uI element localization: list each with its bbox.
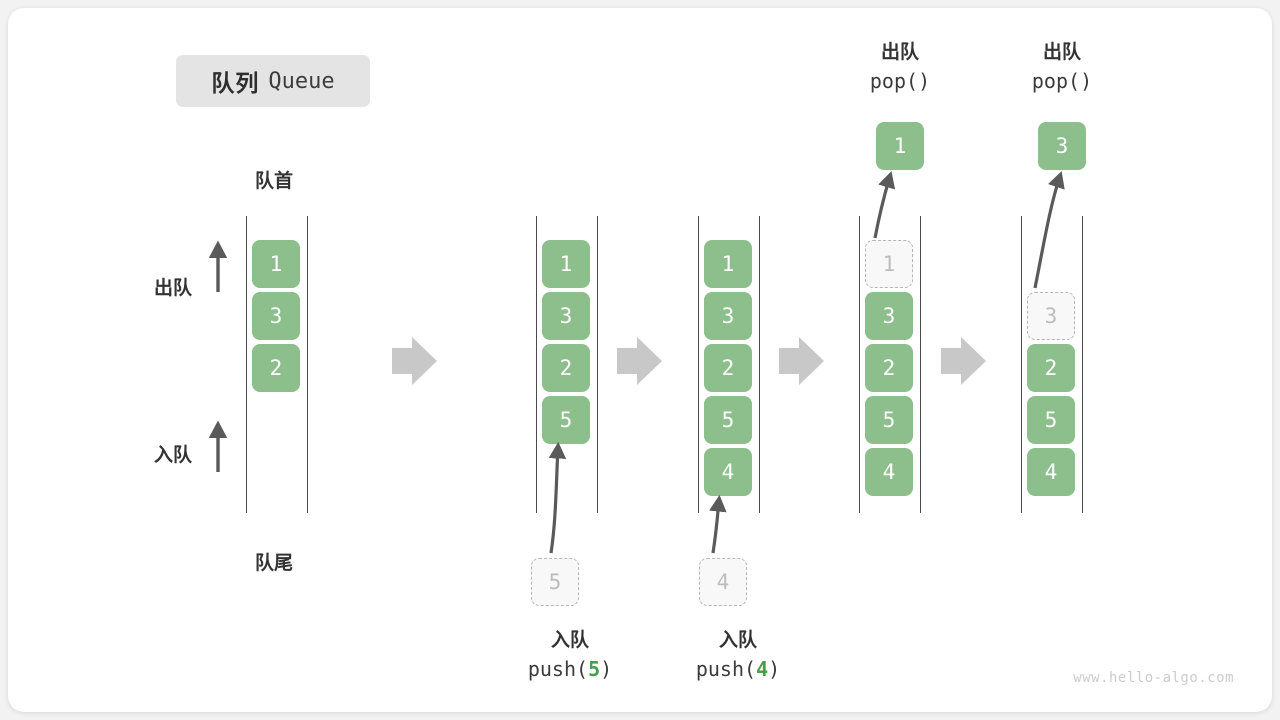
queue-cell: 4 — [704, 448, 752, 496]
popped-slot-cell: 3 — [1027, 292, 1075, 340]
operation-caption-push-5: 入队 push(5) — [470, 628, 670, 683]
queue-cell: 5 — [865, 396, 913, 444]
queue-column-pop-1: 1 3 2 5 4 — [859, 216, 921, 513]
queue-column-push-4: 1 3 2 5 4 — [698, 216, 760, 513]
queue-cell: 1 — [542, 240, 590, 288]
pending-push-cell: 5 — [531, 558, 579, 606]
queue-head-label: 队首 — [254, 171, 293, 192]
dequeue-direction-label: 出队 — [154, 278, 193, 299]
queue-cell: 1 — [704, 240, 752, 288]
queue-cell: 5 — [1027, 396, 1075, 444]
queue-cell: 2 — [1027, 344, 1075, 392]
operation-caption-pop-3: 出队 pop() — [962, 40, 1162, 95]
queue-rail-right — [1082, 216, 1083, 513]
operation-name: 入队 — [550, 630, 589, 651]
queue-cell: 3 — [865, 292, 913, 340]
queue-cell: 5 — [542, 396, 590, 444]
operation-name: 出队 — [880, 42, 919, 63]
queue-cell: 2 — [252, 344, 300, 392]
queue-column-push-5: 1 3 2 5 — [536, 216, 598, 513]
operation-name: 入队 — [718, 630, 757, 651]
queue-rail-left — [698, 216, 699, 513]
queue-rail-left — [859, 216, 860, 513]
diagram-card: 队列 Queue 队首 队尾 出队 入队 1 3 2 1 3 2 5 5 入队 — [8, 8, 1272, 712]
queue-column-pop-3: 3 2 5 4 — [1021, 216, 1083, 513]
enqueue-direction-label: 入队 — [154, 445, 193, 466]
diagram-title-cn: 队列 — [211, 70, 260, 96]
queue-tail-label: 队尾 — [254, 553, 293, 574]
operation-code: push(5) — [527, 656, 613, 681]
operation-caption-push-4: 入队 push(4) — [638, 628, 838, 683]
operation-name: 出队 — [1042, 42, 1081, 63]
operation-code: pop() — [1031, 68, 1093, 93]
watermark: www.hello-algo.com — [1073, 670, 1234, 686]
queue-rail-left — [1021, 216, 1022, 513]
queue-cell: 2 — [542, 344, 590, 392]
queue-cell: 4 — [865, 448, 913, 496]
queue-rail-right — [920, 216, 921, 513]
queue-rail-right — [759, 216, 760, 513]
operation-caption-pop-1: 出队 pop() — [800, 40, 1000, 95]
queue-cell: 4 — [1027, 448, 1075, 496]
queue-rail-right — [597, 216, 598, 513]
operation-arg: 4 — [756, 656, 769, 681]
operation-code: pop() — [869, 68, 931, 93]
operation-code: push(4) — [695, 656, 781, 681]
queue-rail-left — [536, 216, 537, 513]
popped-slot-cell: 1 — [865, 240, 913, 288]
queue-rail-right — [307, 216, 308, 513]
queue-cell: 2 — [704, 344, 752, 392]
queue-cell: 2 — [865, 344, 913, 392]
queue-cell: 3 — [252, 292, 300, 340]
queue-cell: 3 — [542, 292, 590, 340]
queue-cell: 5 — [704, 396, 752, 444]
queue-rail-left — [246, 216, 247, 513]
diagram-title-badge: 队列 Queue — [176, 55, 370, 107]
diagram-title-en: Queue — [268, 68, 335, 94]
popped-value-cell: 1 — [876, 122, 924, 170]
queue-cell: 1 — [252, 240, 300, 288]
queue-column-initial: 1 3 2 — [246, 216, 308, 513]
operation-arg: 5 — [588, 656, 601, 681]
queue-cell: 3 — [704, 292, 752, 340]
pending-push-cell: 4 — [699, 558, 747, 606]
popped-value-cell: 3 — [1038, 122, 1086, 170]
